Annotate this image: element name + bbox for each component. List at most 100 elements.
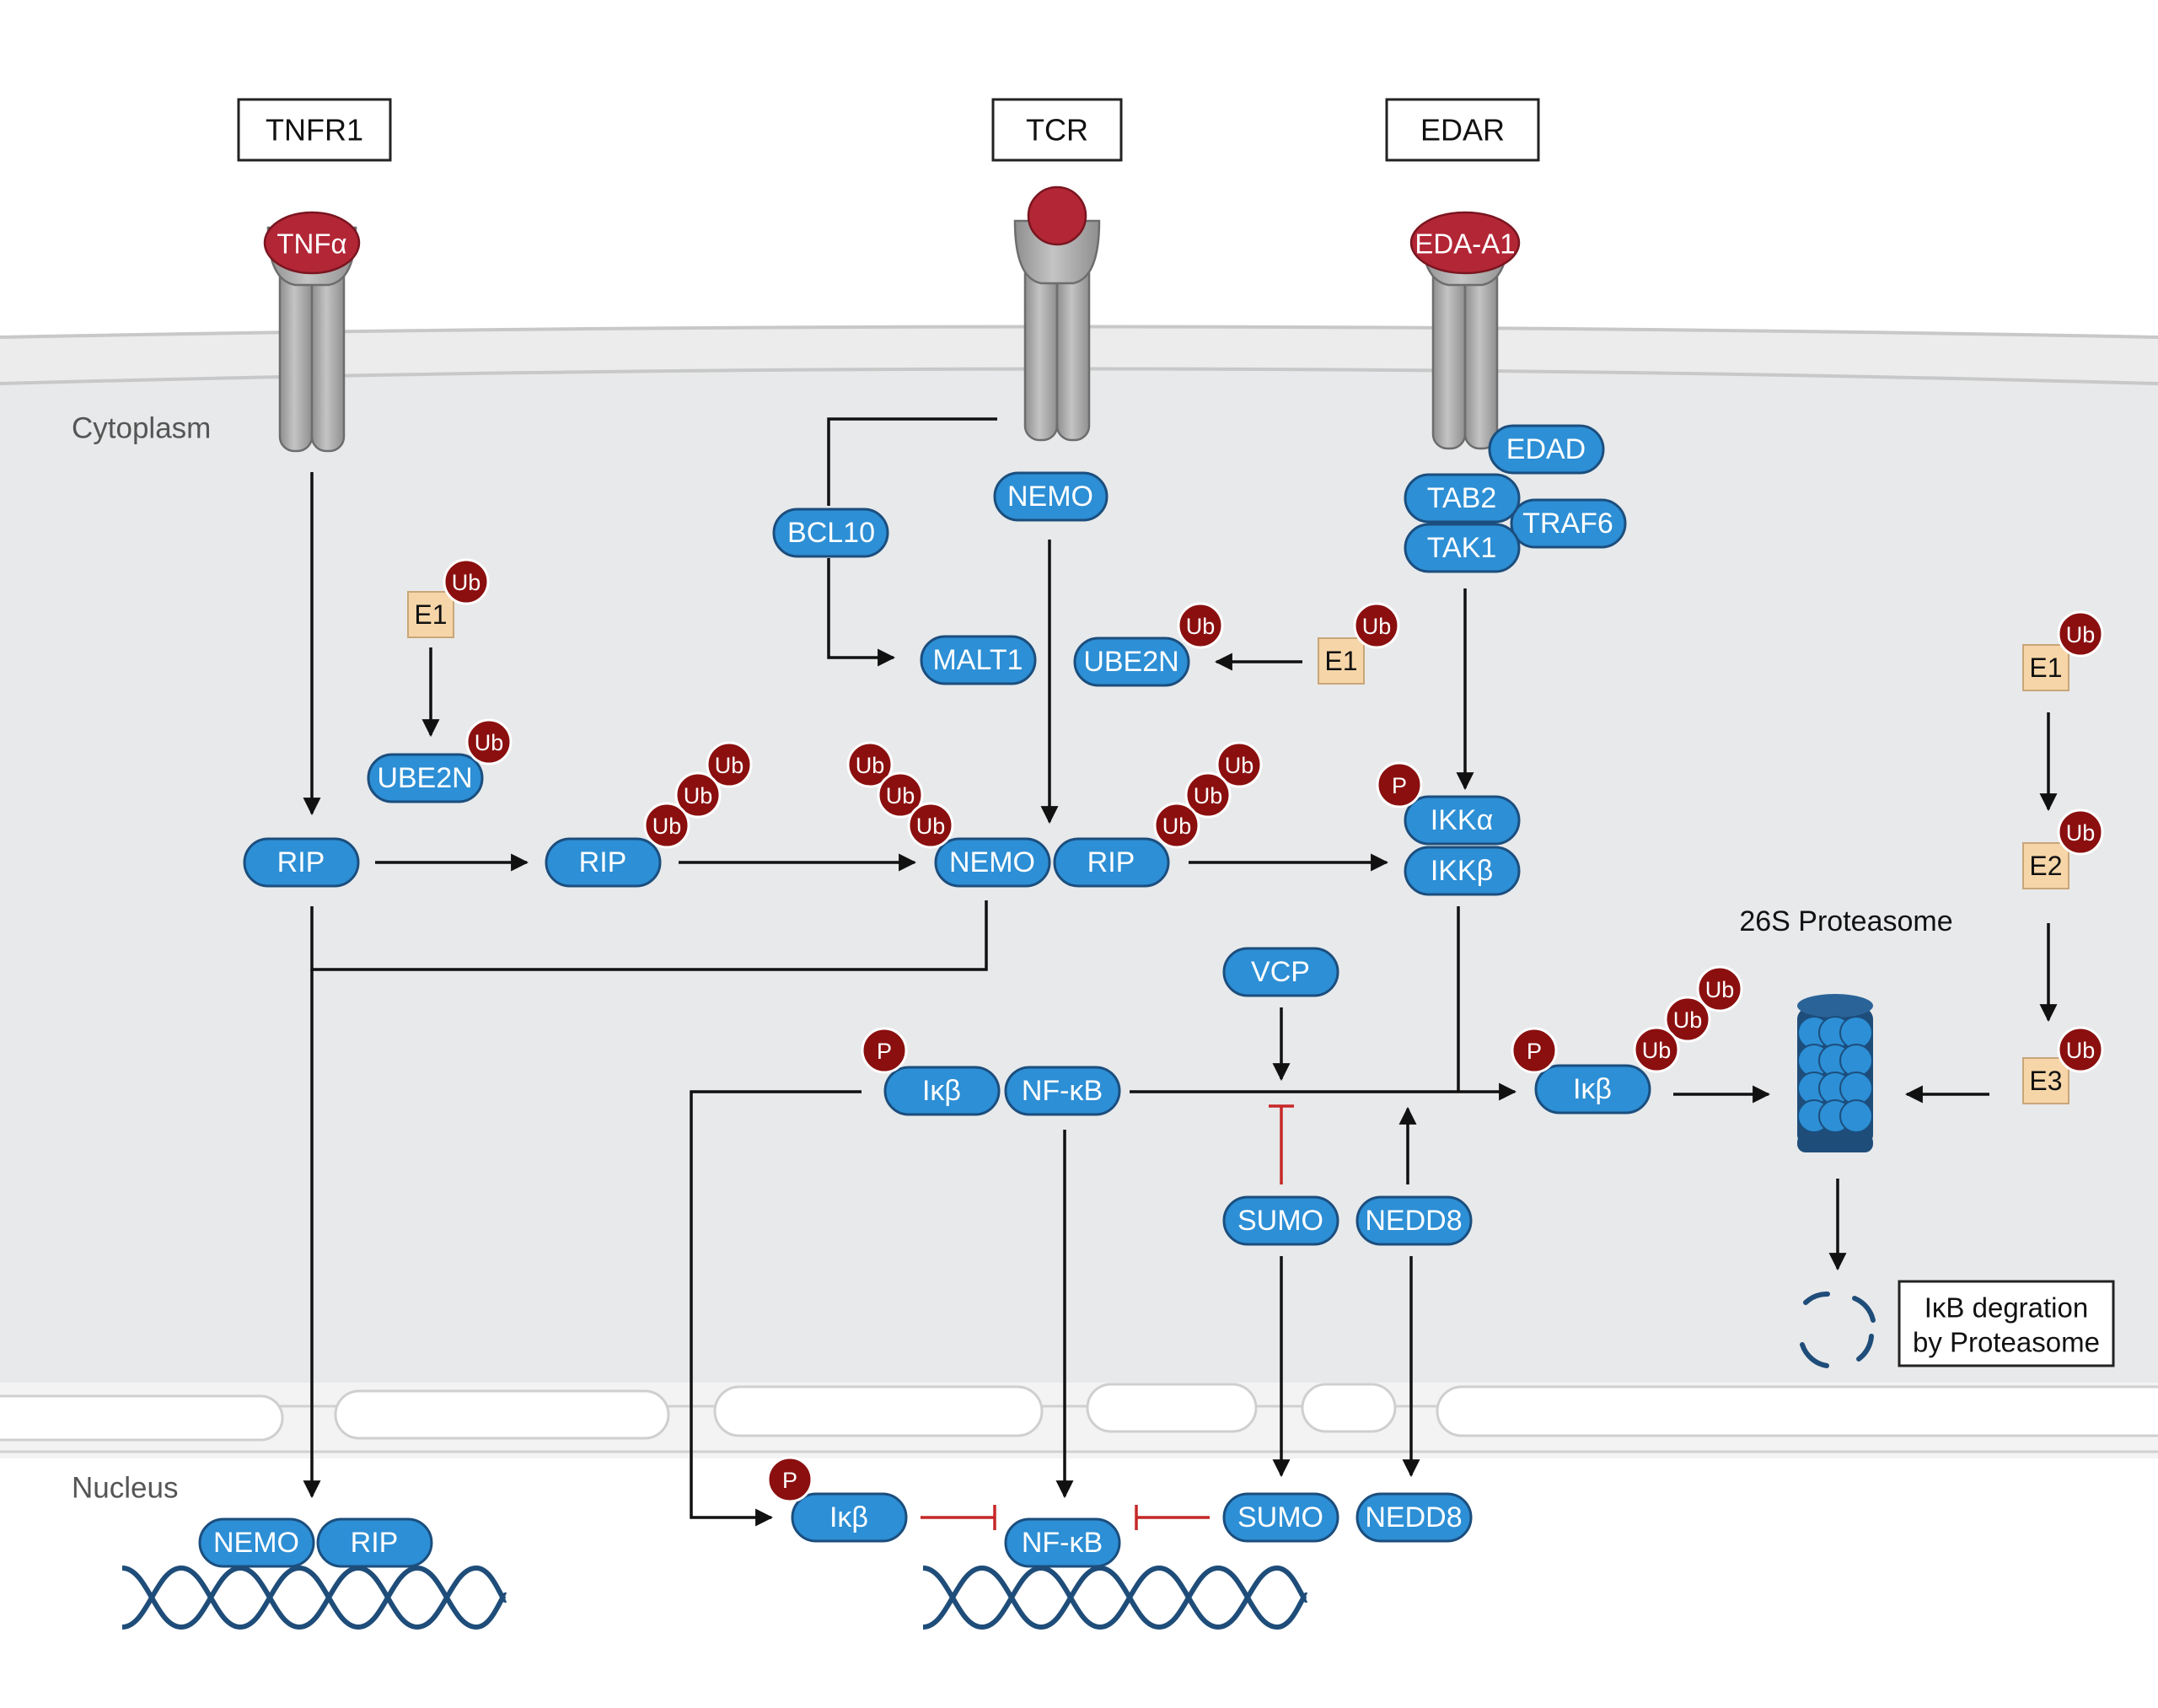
- ub-mark: Ub: [674, 771, 722, 819]
- svg-text:Ub: Ub: [1642, 1038, 1672, 1063]
- svg-text:E2: E2: [2029, 851, 2062, 881]
- svg-text:E1: E1: [2029, 653, 2062, 683]
- ub-mark: Ub: [443, 558, 490, 605]
- svg-text:NEDD8: NEDD8: [1365, 1205, 1462, 1237]
- svg-text:NEDD8: NEDD8: [1365, 1501, 1462, 1533]
- ub-mark: Ub: [465, 718, 513, 765]
- nfkb-protein-nucleus: NF-κB: [1004, 1517, 1121, 1568]
- enzymes: E1 E1 E1 E2 E3: [407, 591, 2069, 1104]
- ube2n-protein-tcr: UBE2N: [1073, 636, 1190, 687]
- cytoplasm-label: Cytoplasm: [72, 412, 211, 445]
- svg-text:Ub: Ub: [684, 783, 713, 808]
- ub-mark: Ub: [877, 771, 924, 819]
- ub-mark: Ub: [2057, 808, 2104, 856]
- svg-text:Ub: Ub: [1362, 614, 1392, 639]
- proteasome-label: 26S Proteasome: [1739, 905, 1952, 937]
- svg-text:E1: E1: [1324, 646, 1357, 676]
- svg-text:Ub: Ub: [1186, 614, 1216, 639]
- eda-a1-label: EDA-A1: [1415, 228, 1515, 260]
- rip-protein-ub: RIP: [545, 837, 662, 888]
- tnfr1-label: TNFR1: [266, 113, 363, 148]
- svg-text:RIP: RIP: [1087, 846, 1135, 878]
- svg-text:E3: E3: [2029, 1066, 2062, 1096]
- nuclear-pores: [0, 1383, 2158, 1442]
- svg-text:TRAF6: TRAF6: [1522, 508, 1613, 540]
- ub-mark: Ub: [1664, 996, 1711, 1043]
- edar-receptor: EDA-A1: [1409, 211, 1521, 450]
- degradation-label-line1: IκB degration: [1924, 1292, 2088, 1324]
- degradation-fragments: [1800, 1291, 1876, 1368]
- nedd8-protein-nucleus: NEDD8: [1355, 1492, 1473, 1543]
- ikkb-protein: IKKβ: [1404, 846, 1521, 896]
- svg-text:RIP: RIP: [277, 846, 325, 878]
- nemo-protein-nucleus: NEMO: [198, 1517, 315, 1568]
- svg-text:UBE2N: UBE2N: [377, 762, 472, 794]
- svg-text:RIP: RIP: [579, 846, 627, 878]
- ikb-protein-cyto: Iκβ: [883, 1066, 1001, 1116]
- vcp-protein: VCP: [1222, 947, 1339, 997]
- modifications: Ub Ub Ub Ub Ub Ub Ub Ub Ub Ub Ub Ub Ub U…: [443, 558, 2104, 1503]
- tcr-ligand: [1027, 185, 1087, 246]
- svg-text:Ub: Ub: [652, 814, 682, 839]
- ub-mark: Ub: [2057, 1026, 2104, 1073]
- degradation-label-line2: by Proteasome: [1913, 1327, 2100, 1358]
- ikb-protein-nucleus: Iκβ: [791, 1492, 908, 1543]
- svg-text:MALT1: MALT1: [932, 644, 1023, 676]
- ub-mark: Ub: [1216, 741, 1263, 788]
- ube2n-protein-tnf: UBE2N: [367, 753, 484, 803]
- e1-enzyme-tcr: E1: [1318, 637, 1365, 685]
- phosphate-mark: P: [766, 1456, 813, 1503]
- svg-text:NF-κB: NF-κB: [1022, 1527, 1103, 1559]
- svg-text:Ub: Ub: [2066, 622, 2096, 647]
- svg-text:Iκβ: Iκβ: [1573, 1073, 1612, 1105]
- svg-text:Ub: Ub: [452, 570, 481, 595]
- svg-text:Ub: Ub: [2066, 1038, 2096, 1063]
- tnfa-label: TNFα: [276, 228, 346, 260]
- svg-text:NEMO: NEMO: [1007, 481, 1093, 513]
- degradation-box: IκB degration by Proteasome: [1898, 1280, 2115, 1367]
- ub-mark: Ub: [1184, 771, 1232, 819]
- svg-text:UBE2N: UBE2N: [1083, 646, 1178, 678]
- malt1-protein: MALT1: [920, 635, 1037, 685]
- svg-text:Ub: Ub: [856, 753, 885, 778]
- proteasome: 26S Proteasome: [1739, 905, 1953, 1152]
- sumo-protein-cyto: SUMO: [1222, 1195, 1339, 1246]
- svg-text:SUMO: SUMO: [1237, 1205, 1323, 1237]
- ub-mark: Ub: [907, 802, 954, 849]
- edad-protein: EDAD: [1488, 424, 1605, 475]
- proteins: EDAD TRAF6 TAB2 TAK1 NEMO BCL10 MALT1 UB…: [198, 424, 1651, 1568]
- traf6-protein: TRAF6: [1510, 498, 1627, 549]
- nemo-protein-complex: NEMO: [934, 837, 1051, 888]
- nfkb-protein-cyto: NF-κB: [1004, 1066, 1121, 1116]
- dna-helix: [121, 1565, 1309, 1630]
- ub-mark: Ub: [1633, 1026, 1680, 1073]
- svg-text:NEMO: NEMO: [949, 846, 1035, 878]
- svg-text:P: P: [782, 1468, 797, 1493]
- svg-text:Ub: Ub: [475, 730, 504, 755]
- svg-text:Iκβ: Iκβ: [922, 1075, 961, 1107]
- svg-text:Ub: Ub: [1162, 814, 1192, 839]
- svg-text:SUMO: SUMO: [1237, 1501, 1323, 1533]
- edar-label: EDAR: [1420, 113, 1505, 148]
- ub-mark: Ub: [1177, 602, 1224, 649]
- svg-text:Ub: Ub: [1194, 783, 1223, 808]
- svg-text:P: P: [1392, 773, 1407, 798]
- receptor-labels: TNFR1 TCR EDAR: [237, 98, 1540, 162]
- ub-mark: Ub: [706, 741, 753, 788]
- ikb-protein-ub: Iκβ: [1534, 1064, 1651, 1114]
- ub-mark: Ub: [846, 741, 894, 788]
- rip-protein-complex: RIP: [1053, 837, 1170, 888]
- svg-text:IKKα: IKKα: [1431, 804, 1493, 836]
- bcl10-protein: BCL10: [772, 508, 889, 558]
- nemo-protein-tcr: NEMO: [993, 471, 1109, 522]
- e3-enzyme: E3: [2022, 1057, 2069, 1104]
- svg-text:Ub: Ub: [916, 814, 946, 839]
- phosphate-mark: P: [1376, 761, 1423, 808]
- svg-text:P: P: [877, 1039, 892, 1064]
- e1-enzyme-tnf: E1: [407, 591, 454, 638]
- svg-text:E1: E1: [414, 599, 447, 630]
- svg-text:NF-κB: NF-κB: [1022, 1075, 1103, 1107]
- ub-mark: Ub: [2057, 610, 2104, 658]
- ub-mark: Ub: [643, 802, 690, 849]
- sumo-protein-nucleus: SUMO: [1222, 1492, 1339, 1543]
